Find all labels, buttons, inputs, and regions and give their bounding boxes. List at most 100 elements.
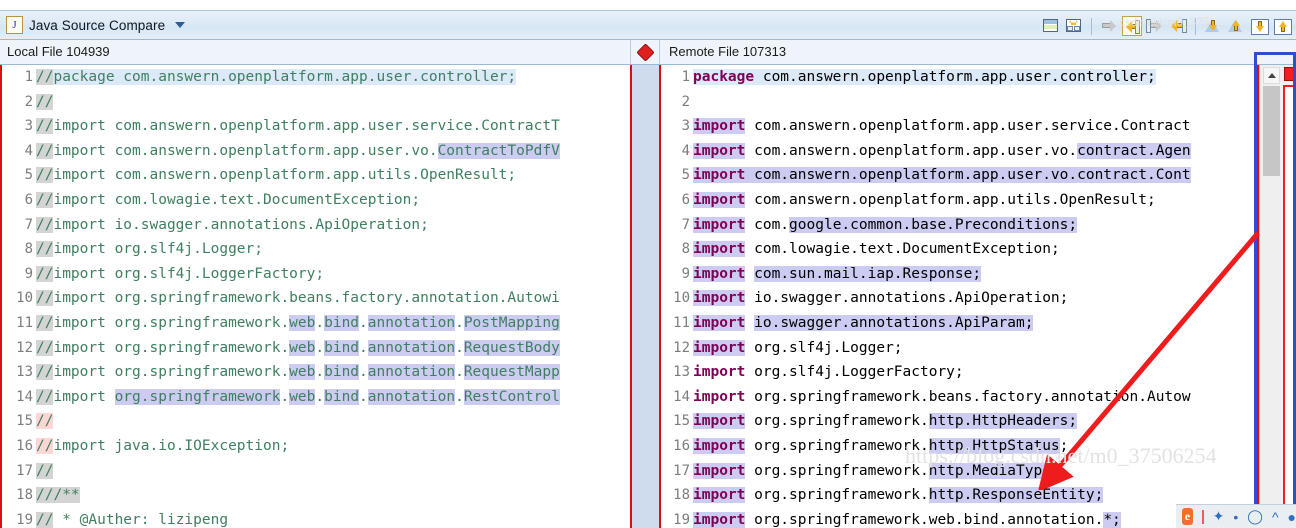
vertical-scrollbar-area[interactable] <box>1259 65 1296 528</box>
code-text: //import org.springframework.web.bind.an… <box>36 336 560 361</box>
three-pane-layout-icon[interactable] <box>1064 16 1084 36</box>
line-number: 17 <box>16 462 33 479</box>
copy-all-right-icon[interactable] <box>1099 16 1119 36</box>
diff-editor-area: 1//package com.answern.openplatform.app.… <box>0 65 1296 528</box>
code-text: //import org.slf4j.LoggerFactory; <box>36 262 324 287</box>
code-text: ///** <box>36 483 80 508</box>
conflict-marker-icon[interactable] <box>1284 67 1296 81</box>
center-conflict-indicator[interactable] <box>630 40 660 64</box>
code-line[interactable]: 2// <box>2 90 560 115</box>
code-text: import org.springframework.http.Response… <box>693 483 1104 508</box>
local-file-pane[interactable]: 1//package com.answern.openplatform.app.… <box>0 65 632 528</box>
code-line[interactable]: 7//import io.swagger.annotations.ApiOper… <box>2 213 560 238</box>
code-token: annotation <box>367 388 456 405</box>
line-number: 2 <box>681 93 690 110</box>
code-line[interactable]: 9//import org.slf4j.LoggerFactory; <box>2 262 560 287</box>
line-number: 16 <box>16 437 33 454</box>
copy-current-right-icon[interactable] <box>1145 16 1165 36</box>
code-text: // <box>36 90 54 115</box>
code-token: import <box>693 437 746 454</box>
chevron-down-icon[interactable] <box>175 22 186 28</box>
code-line[interactable]: 12//import org.springframework.web.bind.… <box>2 336 560 361</box>
code-token: // <box>36 437 54 454</box>
tray-divider-icon <box>1201 509 1204 524</box>
dot2-icon[interactable]: ● <box>1287 508 1296 525</box>
code-token: // <box>36 462 54 479</box>
scrollbar-thumb[interactable] <box>1263 86 1280 176</box>
code-token: http.ResponseEntity; <box>928 487 1104 504</box>
code-token: import com.answern.openplatform.app.user… <box>53 142 438 159</box>
line-number: 8 <box>681 241 690 258</box>
code-line[interactable]: 18///** <box>2 483 560 508</box>
scroll-up-button[interactable] <box>1263 67 1280 84</box>
chevron-icon[interactable]: ^ <box>1271 508 1279 525</box>
dot-icon[interactable]: • <box>1233 508 1239 525</box>
copy-all-left-icon[interactable] <box>1122 16 1142 36</box>
previous-difference-icon[interactable] <box>1226 16 1246 36</box>
next-difference-icon[interactable] <box>1203 16 1223 36</box>
code-line[interactable]: 13//import org.springframework.web.bind.… <box>2 360 560 385</box>
center-diff-gutter[interactable] <box>632 65 659 528</box>
editor-tab[interactable]: J Java Source Compare <box>6 14 186 36</box>
code-line[interactable]: 16//import java.io.IOException; <box>2 434 560 459</box>
browser-icon[interactable]: e <box>1182 508 1193 525</box>
code-line[interactable]: 10//import org.springframework.beans.fac… <box>2 286 560 311</box>
code-line[interactable]: 1//package com.answern.openplatform.app.… <box>2 65 560 90</box>
local-code-content[interactable]: 1//package com.answern.openplatform.app.… <box>2 65 560 528</box>
copy-current-left-icon[interactable] <box>1168 16 1188 36</box>
code-line[interactable]: 8//import org.slf4j.Logger; <box>2 237 560 262</box>
circle-icon[interactable]: ◯ <box>1247 508 1263 524</box>
code-text: import org.slf4j.Logger; <box>693 336 903 361</box>
conflict-overview-column[interactable] <box>1283 85 1296 514</box>
code-line[interactable]: 19// * @Auther: lizipeng <box>2 508 560 528</box>
scrollbar-track[interactable] <box>1263 86 1280 528</box>
code-text: import org.springframework.http.HttpHead… <box>693 409 1078 434</box>
taskbar-tray[interactable]: e ✦ • ◯ ^ ● <box>1176 504 1296 528</box>
line-number: 7 <box>681 216 690 233</box>
code-text: import com.answern.openplatform.app.util… <box>693 188 1156 213</box>
code-token: // <box>36 241 54 258</box>
code-line[interactable]: 11//import org.springframework.web.bind.… <box>2 311 560 336</box>
code-token: org.springframework.beans.factory.annota… <box>745 388 1191 405</box>
code-line[interactable]: 2 <box>661 90 1191 115</box>
next-change-icon[interactable] <box>1249 16 1269 36</box>
two-pane-layout-icon[interactable] <box>1041 16 1061 36</box>
line-number: 14 <box>16 388 33 405</box>
star-icon[interactable]: ✦ <box>1212 508 1225 524</box>
code-line[interactable]: 6//import com.lowagie.text.DocumentExcep… <box>2 188 560 213</box>
code-line[interactable]: 17// <box>2 459 560 484</box>
code-token: org.slf4j.LoggerFactory; <box>745 364 964 381</box>
code-line[interactable]: 4//import com.answern.openplatform.app.u… <box>2 139 560 164</box>
code-token: import <box>693 339 746 356</box>
code-token: // <box>36 118 54 135</box>
code-line[interactable]: 15// <box>2 409 560 434</box>
code-token: lizipeng <box>158 511 229 528</box>
previous-change-icon[interactable] <box>1272 16 1292 36</box>
code-line[interactable]: 5//import com.answern.openplatform.app.u… <box>2 163 560 188</box>
code-line[interactable]: 14//import org.springframework.web.bind.… <box>2 385 560 410</box>
code-token: com.answern.openplatform.app.user.vo.con… <box>745 167 1191 184</box>
code-line[interactable]: 3//import com.answern.openplatform.app.u… <box>2 114 560 139</box>
code-text: //import com.answern.openplatform.app.us… <box>36 114 560 139</box>
code-token: web <box>289 364 316 381</box>
